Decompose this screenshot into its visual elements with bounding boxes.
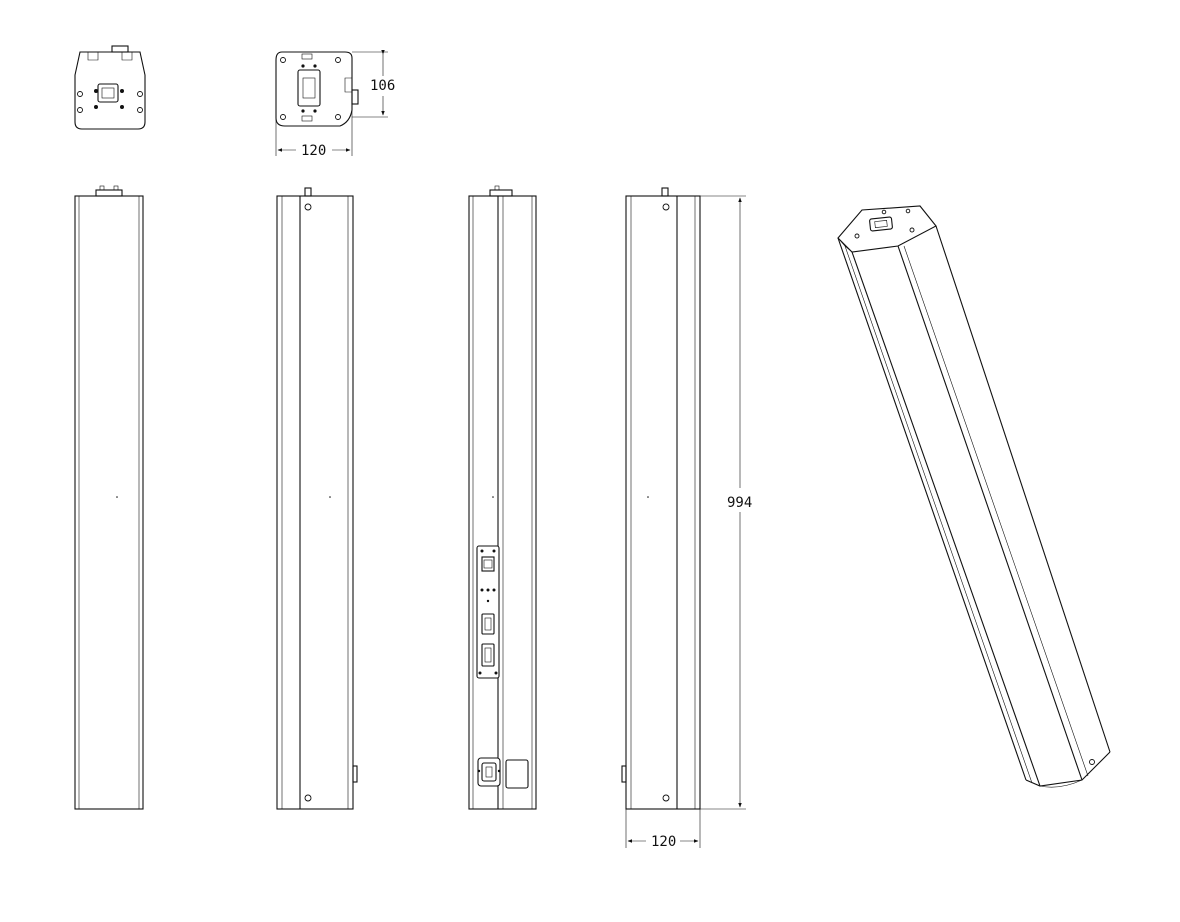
dimension-top-width: 120 [301,143,326,159]
connector-panel [476,545,500,679]
side-view-right [621,187,746,848]
isometric-view [837,205,1111,788]
dimension-side-width: 120 [651,834,676,850]
side-view-left [276,187,358,810]
power-switch [505,759,529,789]
power-inlet [477,757,501,787]
dimension-height: 994 [727,495,752,511]
rear-view [468,185,537,810]
top-view-left [74,45,146,130]
top-view-dimensioned [275,49,388,156]
dimension-top-depth: 106 [370,78,395,94]
front-view [74,185,144,810]
